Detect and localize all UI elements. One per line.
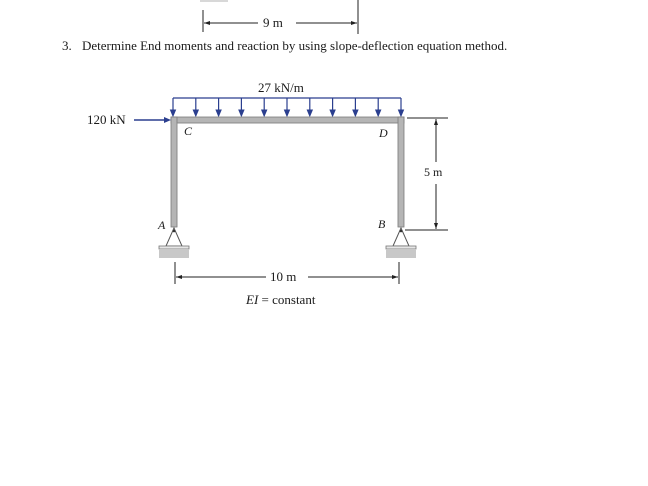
problem-number: 3. xyxy=(62,38,72,53)
height-dimension-label: 5 m xyxy=(424,165,443,179)
load-arrowhead-icon xyxy=(397,109,405,118)
load-arrowhead-icon xyxy=(238,109,245,118)
span-dimension-line xyxy=(174,262,400,284)
load-arrowhead-icon xyxy=(260,109,268,118)
load-arrowhead-icon xyxy=(283,109,291,118)
ei-constant-text: = constant xyxy=(258,292,316,307)
point-load-arrow xyxy=(134,117,171,123)
point-load-label: 120 kN xyxy=(87,112,126,127)
height-dimension-line xyxy=(405,117,448,231)
pin-support-a xyxy=(158,226,190,258)
node-label-a: A xyxy=(158,218,166,232)
load-arrowhead-icon xyxy=(374,109,382,118)
node-label-c: C xyxy=(184,124,193,138)
problem-statement: 3. Determine End moments and reaction by … xyxy=(62,38,507,54)
frame-members xyxy=(170,116,405,228)
load-arrowhead-icon xyxy=(329,109,336,118)
load-arrowhead-icon xyxy=(352,109,359,118)
ei-symbol: EI xyxy=(246,292,259,307)
distributed-load-label: 27 kN/m xyxy=(258,80,304,95)
span-dimension-label: 10 m xyxy=(270,269,297,284)
top-dimension-line xyxy=(200,0,359,34)
distributed-load-arrows xyxy=(169,97,405,118)
problem-text: Determine End moments and reaction by us… xyxy=(82,38,508,53)
ei-constant-note: EI = constant xyxy=(246,292,315,308)
top-dimension-label: 9 m xyxy=(263,15,283,30)
pin-support-b xyxy=(385,226,417,258)
node-label-b: B xyxy=(378,217,386,231)
load-arrowhead-icon xyxy=(169,109,177,118)
load-arrowhead-icon xyxy=(215,109,222,118)
load-arrowhead-icon xyxy=(192,109,200,118)
node-label-d: D xyxy=(379,126,388,140)
load-arrowhead-icon xyxy=(306,109,314,118)
